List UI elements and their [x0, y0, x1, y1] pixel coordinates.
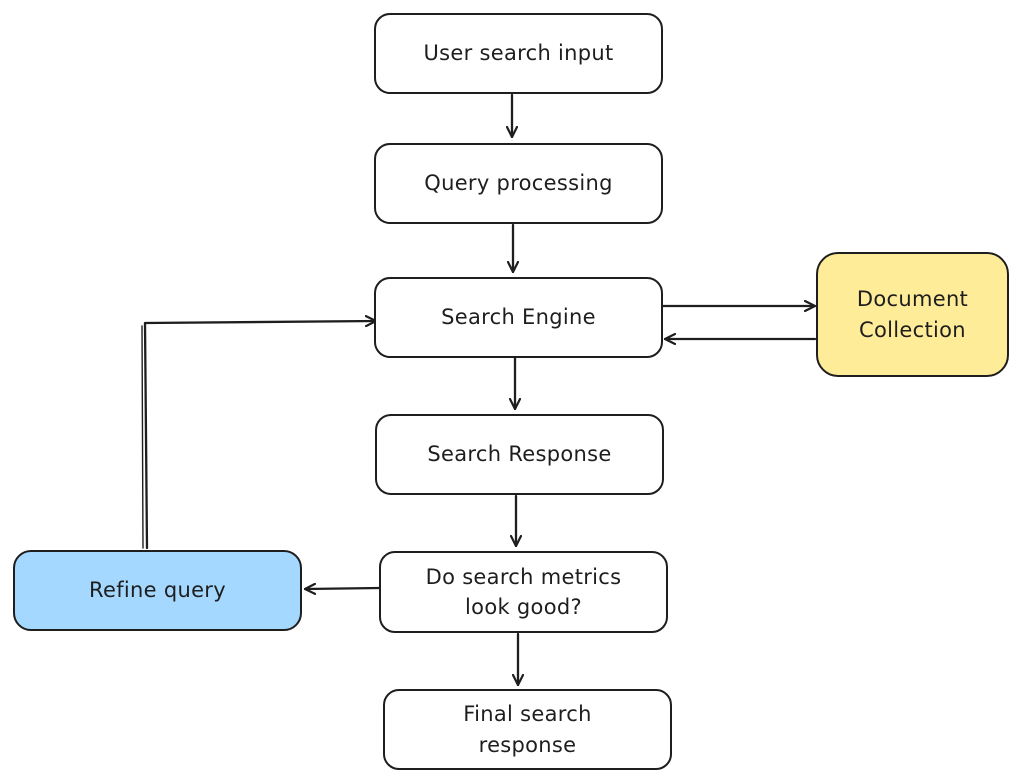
node-label-search-response: Search Response — [427, 442, 612, 467]
arrow-refine-query-to-search-engine — [143, 321, 378, 550]
node-label-user-search-input: User search input — [423, 41, 614, 66]
node-label-final-search-response: Final search response — [463, 702, 592, 757]
node-query-processing: Query processing — [374, 143, 663, 224]
node-final-search-response: Final search response — [383, 689, 672, 770]
node-label-refine-query: Refine query — [89, 578, 226, 603]
node-label-document-collection: Document Collection — [856, 287, 969, 342]
node-document-collection: Document Collection — [816, 252, 1009, 377]
node-search-response: Search Response — [375, 414, 664, 495]
node-label-search-engine: Search Engine — [441, 305, 596, 330]
node-label-query-processing: Query processing — [424, 171, 613, 196]
node-metrics-check: Do search metrics look good? — [379, 551, 668, 633]
node-label-metrics-check: Do search metrics look good? — [425, 564, 622, 619]
arrow-refine-query-loop-double-stroke — [141, 325, 144, 549]
node-refine-query: Refine query — [13, 550, 302, 631]
node-search-engine: Search Engine — [374, 277, 663, 358]
node-user-search-input: User search input — [374, 13, 663, 94]
arrow-metrics-check-to-refine-query — [303, 588, 382, 589]
